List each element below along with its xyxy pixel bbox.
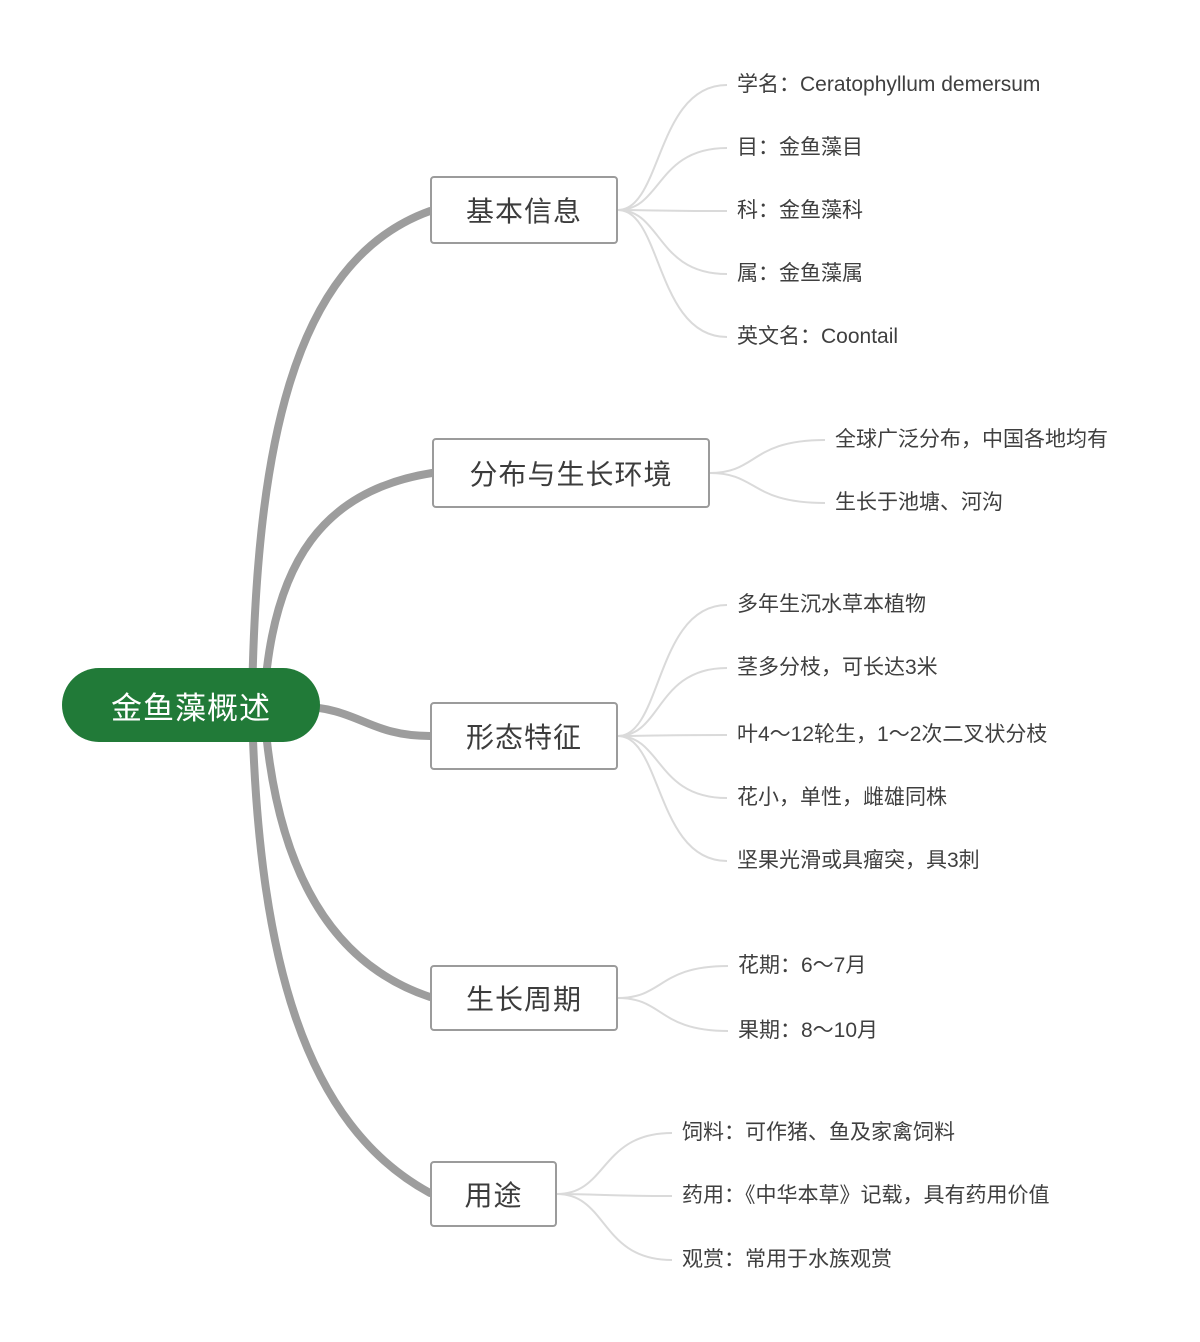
leaf-node[interactable]: 茎多分枝，可长达3米 bbox=[737, 656, 938, 679]
root-node[interactable]: 金鱼藻概述 bbox=[62, 668, 320, 742]
leaf-node[interactable]: 生长于池塘、河沟 bbox=[835, 491, 1003, 514]
leaf-link bbox=[617, 209, 728, 275]
leaf-link bbox=[556, 1193, 673, 1261]
branch-link-uses bbox=[248, 704, 434, 1197]
branch-node-growth-cycle[interactable]: 生长周期 bbox=[430, 965, 618, 1031]
branch-node-uses[interactable]: 用途 bbox=[430, 1161, 557, 1227]
leaf-node[interactable]: 属：金鱼藻属 bbox=[737, 262, 863, 285]
leaf-link bbox=[617, 965, 729, 999]
leaf-link bbox=[617, 735, 728, 799]
leaf-node[interactable]: 饲料：可作猪、鱼及家禽饲料 bbox=[682, 1121, 955, 1144]
branch-label: 形态特征 bbox=[465, 722, 582, 753]
leaf-link bbox=[709, 472, 826, 504]
leaf-link bbox=[556, 1132, 673, 1195]
branch-label: 用途 bbox=[464, 1180, 523, 1211]
leaf-node[interactable]: 果期：8～10月 bbox=[738, 1019, 879, 1042]
branch-link-distribution bbox=[260, 469, 436, 706]
root-label: 金鱼藻概述 bbox=[111, 690, 271, 726]
leaf-link bbox=[617, 84, 728, 211]
leaf-node[interactable]: 英文名：Coontail bbox=[737, 325, 899, 348]
branch-link-basic-info bbox=[248, 207, 434, 706]
leaf-node[interactable]: 目：金鱼藻目 bbox=[737, 136, 863, 159]
leaf-link bbox=[617, 604, 728, 737]
leaf-node[interactable]: 多年生沉水草本植物 bbox=[737, 593, 926, 616]
branch-node-morphology[interactable]: 形态特征 bbox=[430, 702, 618, 770]
leaf-link bbox=[617, 667, 728, 737]
branch-label: 生长周期 bbox=[465, 984, 582, 1015]
leaf-link bbox=[556, 1193, 673, 1197]
leaf-node[interactable]: 坚果光滑或具瘤突，具3刺 bbox=[737, 849, 980, 872]
branch-label: 基本信息 bbox=[465, 196, 582, 227]
leaf-node[interactable]: 学名：Ceratophyllum demersum bbox=[737, 73, 1041, 96]
leaf-node[interactable]: 科：金鱼藻科 bbox=[737, 199, 863, 222]
leaf-link bbox=[617, 735, 728, 862]
leaf-node[interactable]: 药用：《中华本草》记载，具有药用价值 bbox=[682, 1184, 1050, 1207]
leaf-link bbox=[617, 209, 728, 338]
leaf-link bbox=[617, 209, 728, 212]
leaf-node[interactable]: 观赏：常用于水族观赏 bbox=[682, 1248, 892, 1271]
branch-node-distribution[interactable]: 分布与生长环境 bbox=[432, 438, 710, 508]
leaf-node[interactable]: 花小，单性，雌雄同株 bbox=[737, 786, 947, 809]
leaf-link bbox=[709, 439, 826, 474]
branch-node-basic-info[interactable]: 基本信息 bbox=[430, 176, 618, 244]
leaf-node[interactable]: 叶4～12轮生，1～2次二叉状分枝 bbox=[737, 723, 1048, 746]
leaf-link bbox=[617, 147, 728, 211]
leaf-node[interactable]: 全球广泛分布，中国各地均有 bbox=[835, 428, 1108, 451]
branch-link-growth-cycle bbox=[260, 704, 434, 1001]
leaf-link bbox=[617, 734, 728, 737]
branch-label: 分布与生长环境 bbox=[469, 459, 673, 490]
leaf-link bbox=[617, 997, 729, 1032]
leaf-node[interactable]: 花期：6～7月 bbox=[738, 954, 867, 977]
